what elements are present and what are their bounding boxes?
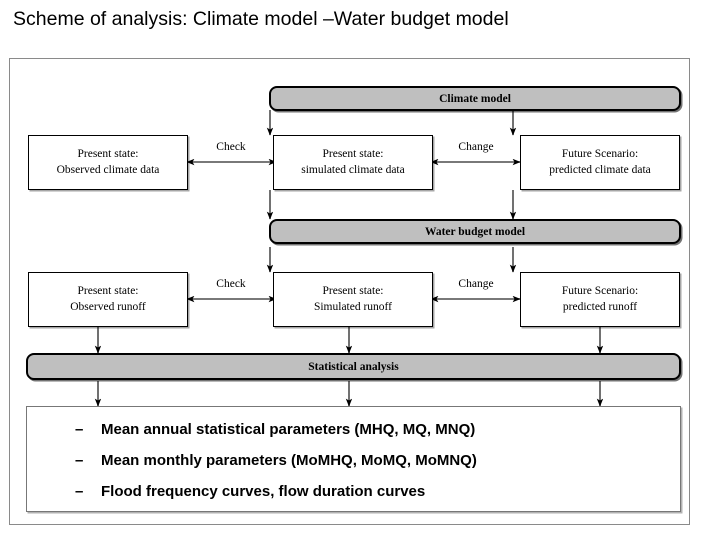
box-predicted-climate-data[interactable]: Future Scenario: predicted climate data xyxy=(520,135,680,190)
band-water-budget-model-label: Water budget model xyxy=(424,225,526,238)
edge-label-check-runoff: Check xyxy=(216,278,246,290)
box-simulated-climate-data[interactable]: Present state: simulated climate data xyxy=(273,135,433,190)
box-simulated-runoff-line2: Simulated runoff xyxy=(313,300,393,313)
band-climate-model[interactable]: Climate model xyxy=(269,86,681,111)
result-item-label-1: Mean annual statistical parameters (MHQ,… xyxy=(101,421,476,438)
band-water-budget-model[interactable]: Water budget model xyxy=(269,219,681,244)
result-item: – Mean annual statistical parameters (MH… xyxy=(27,421,680,438)
result-item: – Flood frequency curves, flow duration … xyxy=(27,483,680,500)
results-box: – Mean annual statistical parameters (MH… xyxy=(26,406,681,512)
result-item-label-3: Flood frequency curves, flow duration cu… xyxy=(101,483,426,500)
box-simulated-climate-line2: simulated climate data xyxy=(301,163,405,176)
box-predicted-runoff-line2: predicted runoff xyxy=(562,300,638,313)
page-title: Scheme of analysis: Climate model –Water… xyxy=(13,8,509,30)
box-observed-runoff-line1: Present state: xyxy=(77,284,139,297)
result-item-label-2: Mean monthly parameters (MoMHQ, MoMQ, Mo… xyxy=(101,452,477,469)
edge-label-change-climate: Change xyxy=(458,141,494,153)
band-statistical-analysis[interactable]: Statistical analysis xyxy=(26,353,681,380)
box-predicted-climate-line1: Future Scenario: xyxy=(561,147,639,160)
box-simulated-climate-line1: Present state: xyxy=(322,147,384,160)
box-observed-runoff-line2: Observed runoff xyxy=(70,300,146,313)
box-observed-runoff[interactable]: Present state: Observed runoff xyxy=(28,272,188,327)
diagram-frame: Climate model Present state: Observed cl… xyxy=(9,58,690,525)
bullet-marker-3: – xyxy=(75,483,84,500)
bullet-marker-2: – xyxy=(75,452,84,469)
box-simulated-runoff[interactable]: Present state: Simulated runoff xyxy=(273,272,433,327)
box-simulated-runoff-line1: Present state: xyxy=(322,284,384,297)
result-item: – Mean monthly parameters (MoMHQ, MoMQ, … xyxy=(27,452,680,469)
box-observed-climate-line2: Observed climate data xyxy=(56,163,160,176)
band-climate-model-label: Climate model xyxy=(439,92,511,105)
edge-label-change-runoff: Change xyxy=(458,278,494,290)
band-statistical-analysis-label: Statistical analysis xyxy=(308,360,399,373)
box-predicted-runoff[interactable]: Future Scenario: predicted runoff xyxy=(520,272,680,327)
edge-label-check-climate: Check xyxy=(216,141,246,153)
box-observed-climate-data[interactable]: Present state: Observed climate data xyxy=(28,135,188,190)
bullet-marker-1: – xyxy=(75,421,84,438)
box-predicted-runoff-line1: Future Scenario: xyxy=(561,284,639,297)
box-predicted-climate-line2: predicted climate data xyxy=(549,163,651,176)
box-observed-climate-line1: Present state: xyxy=(77,147,139,160)
